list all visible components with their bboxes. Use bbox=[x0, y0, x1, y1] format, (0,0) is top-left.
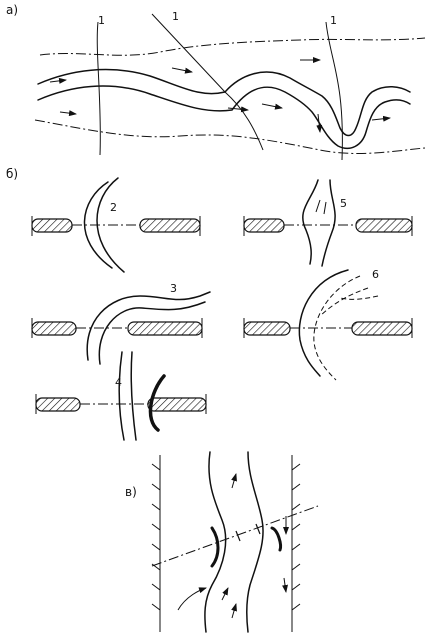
dike bbox=[148, 374, 166, 432]
left-wall-hatching bbox=[151, 463, 161, 611]
channel-bank bbox=[302, 179, 319, 265]
panel-b: б) 2 5 bbox=[6, 167, 413, 441]
case-number-2: 2 bbox=[110, 201, 117, 214]
channel-bank bbox=[321, 179, 336, 267]
crossing-line-1b bbox=[151, 13, 264, 151]
river-bank-lower bbox=[37, 85, 411, 150]
embankment bbox=[243, 218, 285, 233]
case-5: 5 bbox=[243, 179, 413, 267]
old-channel-bank bbox=[319, 287, 369, 317]
crossing-axis bbox=[151, 505, 319, 567]
panel-b-label: б) bbox=[6, 167, 18, 181]
channel-bank bbox=[86, 291, 211, 361]
case-2: 2 bbox=[31, 177, 201, 273]
channel-bank-right bbox=[245, 451, 264, 633]
channel-bank bbox=[298, 269, 349, 377]
case-number-6: 6 bbox=[372, 268, 379, 281]
channel-bank bbox=[118, 351, 125, 441]
panel-a: а) 1 1 1 bbox=[6, 3, 426, 161]
case-6: 6 bbox=[243, 268, 413, 381]
channel-bank bbox=[98, 301, 206, 365]
panel-a-label: а) bbox=[6, 3, 18, 17]
river-bank-upper bbox=[37, 68, 411, 137]
flow-arrow bbox=[221, 587, 229, 601]
case-4: 4 bbox=[35, 351, 207, 441]
flow-arrow bbox=[282, 577, 288, 593]
flow-arrow bbox=[316, 113, 323, 133]
embankment bbox=[351, 321, 413, 336]
crossing-number-1: 1 bbox=[172, 10, 179, 23]
dike-left bbox=[210, 526, 220, 568]
embankment bbox=[127, 321, 203, 336]
panel-c: в) bbox=[125, 451, 319, 633]
embankment bbox=[35, 397, 81, 412]
case-number-4: 4 bbox=[115, 376, 122, 389]
valley-top-boundary bbox=[39, 37, 426, 56]
channel-bank bbox=[83, 181, 113, 269]
embankment bbox=[243, 321, 291, 336]
embankment bbox=[31, 218, 73, 233]
embankment bbox=[139, 218, 201, 233]
embankment bbox=[355, 218, 413, 233]
right-wall-hatching bbox=[291, 463, 301, 611]
case-number-3: 3 bbox=[170, 282, 177, 295]
flow-arrow bbox=[371, 115, 391, 122]
old-channel-bank bbox=[339, 295, 379, 300]
embankment bbox=[31, 321, 77, 336]
embankment bbox=[147, 397, 207, 412]
flow-arrow bbox=[49, 77, 67, 84]
case-3: 3 bbox=[31, 282, 211, 365]
dike-right bbox=[270, 526, 282, 552]
crossing-line-1a bbox=[96, 21, 101, 156]
crossing-number-1: 1 bbox=[98, 14, 105, 27]
panel-c-label: в) bbox=[125, 485, 137, 499]
valley-bottom-boundary bbox=[34, 119, 426, 154]
crossing-number-1: 1 bbox=[330, 14, 337, 27]
flow-arrow bbox=[171, 67, 193, 74]
crossing-line-1c bbox=[325, 21, 343, 161]
old-channel-bank bbox=[313, 275, 361, 381]
channel-bank bbox=[130, 351, 137, 441]
flow-arrow bbox=[227, 106, 249, 113]
channel-bank bbox=[96, 177, 125, 273]
flow-arrow bbox=[59, 110, 77, 117]
case-number-5: 5 bbox=[340, 197, 347, 210]
flow-arrow bbox=[261, 103, 283, 110]
flow-arrow bbox=[177, 587, 207, 611]
flow-arrow bbox=[231, 473, 237, 489]
channel-bank-left bbox=[204, 451, 227, 633]
flow-arrow bbox=[231, 603, 237, 619]
